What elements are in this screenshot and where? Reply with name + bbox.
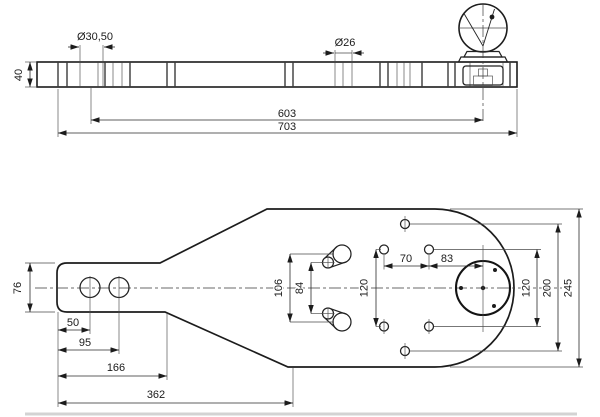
ball-mark-dot [489, 14, 495, 20]
bar-outline [36, 61, 518, 88]
dim-tongue-hole-dia: Ø30,50 [68, 30, 115, 87]
dim-label-right-bolt-rows: 120 [521, 279, 533, 297]
dim-label-tongue-width: 76 [12, 282, 24, 294]
dim-label-hole-to-ball: 603 [278, 108, 296, 120]
dim-small-hole-dia: Ø26 [323, 36, 364, 87]
dim-label-bolt-columns: 70 [400, 253, 412, 265]
dim-right-stack: 120 200 245 [410, 208, 583, 368]
dim-label-middle-holes: 200 [542, 279, 554, 297]
dim-label-bar-height: 40 [13, 69, 25, 81]
dim-label-overall-length: 703 [278, 121, 296, 133]
dim-bolt-columns: 70 83 [383, 252, 483, 270]
dim-label-slot-inner: 84 [294, 282, 306, 294]
mount-bolt-body [473, 75, 493, 86]
dim-tongue-width: 76 [11, 262, 55, 313]
dim-slot-spacing: 106 84 [272, 253, 334, 323]
ball-flange [457, 56, 509, 63]
dim-label-left-bolt-rows: 120 [359, 279, 371, 297]
dim-label-small-hole-dia: Ø26 [335, 37, 356, 49]
dim-left-bolt-rows: 120 [357, 249, 381, 327]
dim-label-first-hole: 50 [67, 317, 79, 329]
dim-label-second-hole: 95 [79, 337, 91, 349]
dim-label-bolt-to-ball: 83 [441, 253, 453, 265]
scan-edge-artifact [25, 412, 577, 416]
mount-window [462, 65, 504, 86]
bar-seam-lines [57, 62, 511, 87]
bolt-hole-upper-right [423, 244, 435, 255]
ball-mount-block [462, 65, 504, 86]
dim-label-taper-start: 166 [107, 362, 125, 374]
dim-overall-length: 703 [57, 89, 518, 137]
dim-label-slot-outer: 106 [273, 279, 285, 297]
dim-label-shoulder: 362 [147, 389, 165, 401]
top-view: 40 Ø30,50 Ø26 603 [12, 3, 518, 137]
tow-ball [457, 3, 509, 124]
tongue-holes [79, 276, 130, 354]
dim-label-plate-width: 245 [563, 279, 575, 297]
dim-label-tongue-hole-dia: Ø30,50 [77, 31, 113, 43]
plan-view: 76 50 95 166 362 106 84 [11, 208, 583, 407]
ball-seat [454, 245, 512, 332]
dim-left-stack: 50 95 166 362 [57, 312, 294, 407]
plate-outline [56, 208, 515, 368]
bolt-holes [378, 216, 435, 359]
dim-hole-to-ball: 603 [90, 87, 483, 124]
dim-bar-height: 40 [12, 61, 37, 88]
